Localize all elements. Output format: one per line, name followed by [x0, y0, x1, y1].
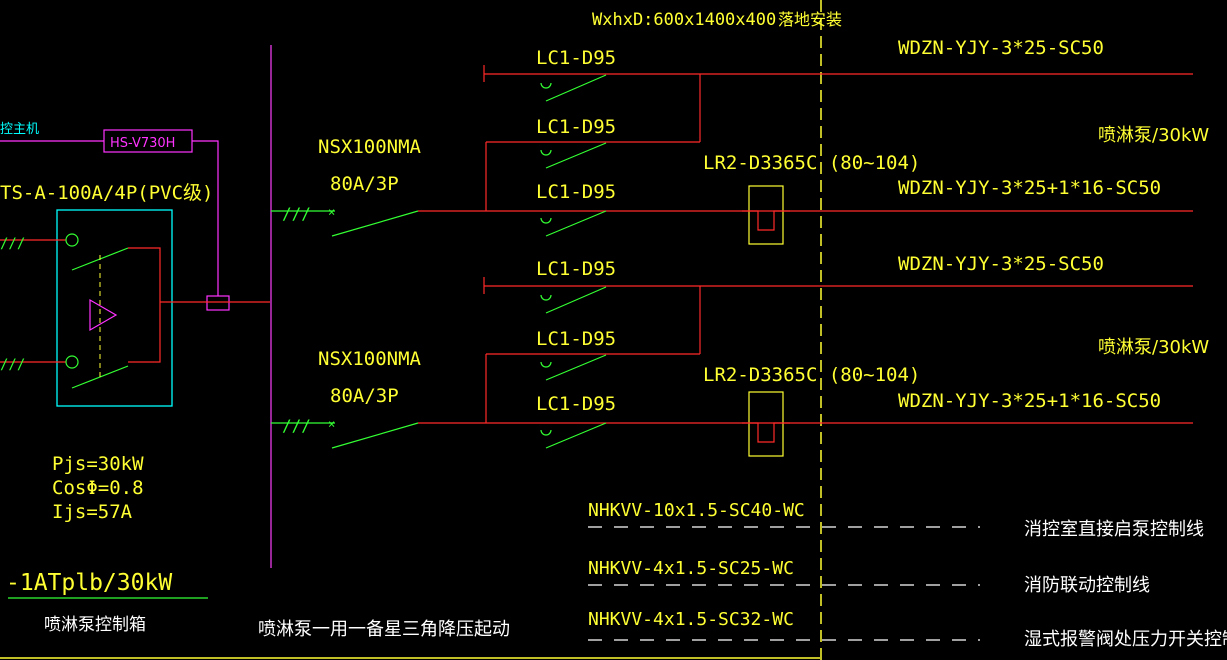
control-cable-label: NHKVV-10x1.5-SC40-WC — [588, 500, 805, 521]
svg-text:///: /// — [282, 416, 311, 435]
box-name: 喷淋泵控制箱 — [44, 615, 146, 635]
breaker-model: NSX100NMA — [318, 348, 422, 370]
contactor-label: LC1-D95 — [536, 116, 616, 138]
ats-enclosure — [56, 209, 173, 407]
contactor-contact — [545, 286, 607, 314]
calc-cos: CosΦ=0.8 — [52, 477, 144, 499]
breaker-contact-2 — [331, 422, 419, 449]
svg-text:×: × — [328, 205, 335, 219]
ats-label: TS-A-100A/4P(PVC级) — [0, 182, 213, 204]
svg-text:///: /// — [0, 357, 25, 373]
calc-pjs: Pjs=30kW — [52, 453, 144, 475]
cable-load: WDZN-YJY-3*25+1*16-SC50 — [898, 177, 1161, 199]
overload-relay-label: LR2-D3365C (80~104) — [703, 364, 920, 386]
cabinet-mount: 落地安装 — [778, 10, 842, 29]
overload-relay-symbol — [748, 185, 784, 245]
contactor-label: LC1-D95 — [536, 393, 616, 415]
pump-label: 喷淋泵/30kW — [1098, 337, 1209, 358]
breaker-rating: 80A/3P — [330, 173, 399, 195]
cable-main: WDZN-YJY-3*25-SC50 — [898, 253, 1104, 275]
cable-load: WDZN-YJY-3*25+1*16-SC50 — [898, 390, 1161, 412]
frame-lines — [0, 0, 822, 660]
contactor-label: LC1-D95 — [536, 258, 616, 280]
pump-group-2: /// × — [271, 277, 1193, 457]
control-line-description: 消防联动控制线 — [1024, 575, 1150, 596]
contactor-contact — [545, 74, 607, 102]
pump-label: 喷淋泵/30kW — [1098, 125, 1209, 146]
svg-text:///: /// — [0, 236, 25, 252]
contactor-label: LC1-D95 — [536, 47, 616, 69]
pump-group-1: /// × — [271, 65, 1193, 245]
contactor-contact — [545, 354, 607, 381]
actuator-symbol — [89, 298, 118, 332]
contactor-contact — [545, 422, 607, 449]
contactor-contact — [545, 210, 607, 237]
ats-panel: /// /// — [0, 129, 270, 599]
breaker-contact-1 — [331, 210, 419, 237]
contactor-contact — [545, 142, 607, 169]
control-cable-lines — [588, 526, 980, 641]
overload-relay-symbol — [748, 391, 784, 457]
host-label: 控主机 — [0, 122, 39, 137]
cabinet-dims: WxhxD:600x1400x400 — [592, 10, 776, 30]
svg-text:///: /// — [282, 204, 311, 223]
calc-ijs: Ijs=57A — [52, 501, 133, 523]
control-cable-label: NHKVV-4x1.5-SC25-WC — [588, 558, 794, 579]
svg-text:×: × — [328, 417, 335, 431]
control-cable-label: NHKVV-4x1.5-SC32-WC — [588, 609, 794, 630]
overload-relay-label: LR2-D3365C (80~104) — [703, 152, 920, 174]
start-mode: 喷淋泵一用一备星三角降压起动 — [258, 619, 510, 640]
breaker-rating: 80A/3P — [330, 385, 399, 407]
cable-main: WDZN-YJY-3*25-SC50 — [898, 37, 1104, 59]
contactor-label: LC1-D95 — [536, 181, 616, 203]
junction-box — [206, 295, 230, 311]
contactor-label: LC1-D95 — [536, 328, 616, 350]
control-line-description: 湿式报警阀处压力开关控制线 — [1024, 629, 1227, 650]
control-line-description: 消控室直接启泵控制线 — [1024, 519, 1204, 540]
hs-module-label: HS-V730H — [110, 136, 175, 151]
breaker-model: NSX100NMA — [318, 136, 422, 158]
box-id: -1ATplb/30kW — [6, 570, 172, 596]
